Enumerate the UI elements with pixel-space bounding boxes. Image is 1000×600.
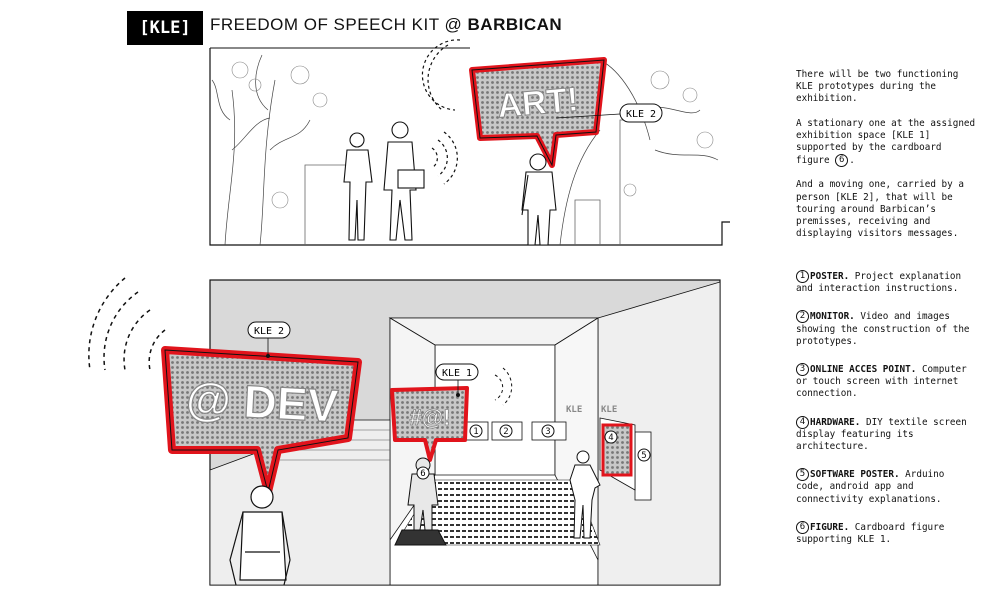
page-title: FREEDOM OF SPEECH KIT @ BARBICAN — [210, 15, 562, 35]
legend-desc: Arduino code, android app and connectivi… — [796, 469, 945, 505]
intro-p2-text: A stationary one at the assigned exhibit… — [796, 117, 976, 167]
legend-desc: Computer or touch screen with internet c… — [796, 364, 967, 400]
marker-4: 4 — [608, 433, 613, 443]
callout-kle1: KLE 1 — [442, 368, 472, 379]
marker-5: 5 — [641, 451, 646, 461]
legend-number: 4 — [796, 415, 809, 429]
top-scene-illustration: ART! KLE 2 — [209, 39, 730, 246]
legend-name: SOFTWARE POSTER. — [810, 469, 900, 481]
legend-name: MONITOR. — [810, 311, 855, 323]
legend-number: 5 — [796, 468, 809, 482]
kle-tag: [KLE] — [127, 11, 203, 45]
big-sign-text: @ DEV — [185, 372, 340, 432]
legend-name: HARDWARE. — [810, 416, 861, 428]
legend-number: 1 — [796, 270, 809, 283]
intro-paragraph-1: There will be two functioning KLE protot… — [796, 69, 959, 105]
intro-text: There will be two functioning KLE protot… — [796, 69, 976, 252]
legend-number: 2 — [796, 310, 809, 324]
title-bold: BARBICAN — [467, 15, 563, 34]
intro-paragraph-3: And a moving one, carried by a person [K… — [796, 179, 964, 240]
bottom-scene-illustration: 1 2 3 4 5 KLE KLE #@! 6 @ DEV — [88, 277, 721, 586]
marker-3: 3 — [545, 427, 550, 437]
top-callout-kle2: KLE 2 — [626, 109, 656, 120]
legend-name: ONLINE ACCES POINT. — [810, 364, 917, 376]
intro-paragraph-2: A stationary one at the assigned exhibit… — [796, 118, 976, 168]
intro-p2-end: . — [849, 155, 855, 167]
legend-name: POSTER. — [810, 271, 850, 282]
legend-name: FIGURE. — [810, 521, 850, 533]
wall-label-kle: KLE — [566, 405, 582, 415]
figure-number-badge: 6 — [835, 154, 849, 168]
legend-number: 6 — [796, 520, 809, 534]
legend-desc: DIY textile screen display featuring its… — [796, 416, 967, 453]
callout-kle2: KLE 2 — [254, 326, 284, 337]
marker-6: 6 — [420, 469, 425, 479]
legend-desc: Cardboard figure supporting KLE 1. — [796, 521, 945, 546]
small-sign-text: #@! — [409, 405, 450, 430]
title-prefix: FREEDOM OF SPEECH KIT @ — [210, 15, 468, 34]
legend-desc: Project explanation and interaction inst… — [796, 271, 962, 295]
top-sign-text: ART! — [496, 81, 580, 126]
marker-1: 1 — [473, 427, 478, 437]
marker-2: 2 — [503, 427, 508, 437]
side-wall-label-kle: KLE — [601, 405, 617, 415]
legend-number: 3 — [796, 363, 809, 377]
legend-desc: Video and images showing the constructio… — [796, 311, 970, 347]
